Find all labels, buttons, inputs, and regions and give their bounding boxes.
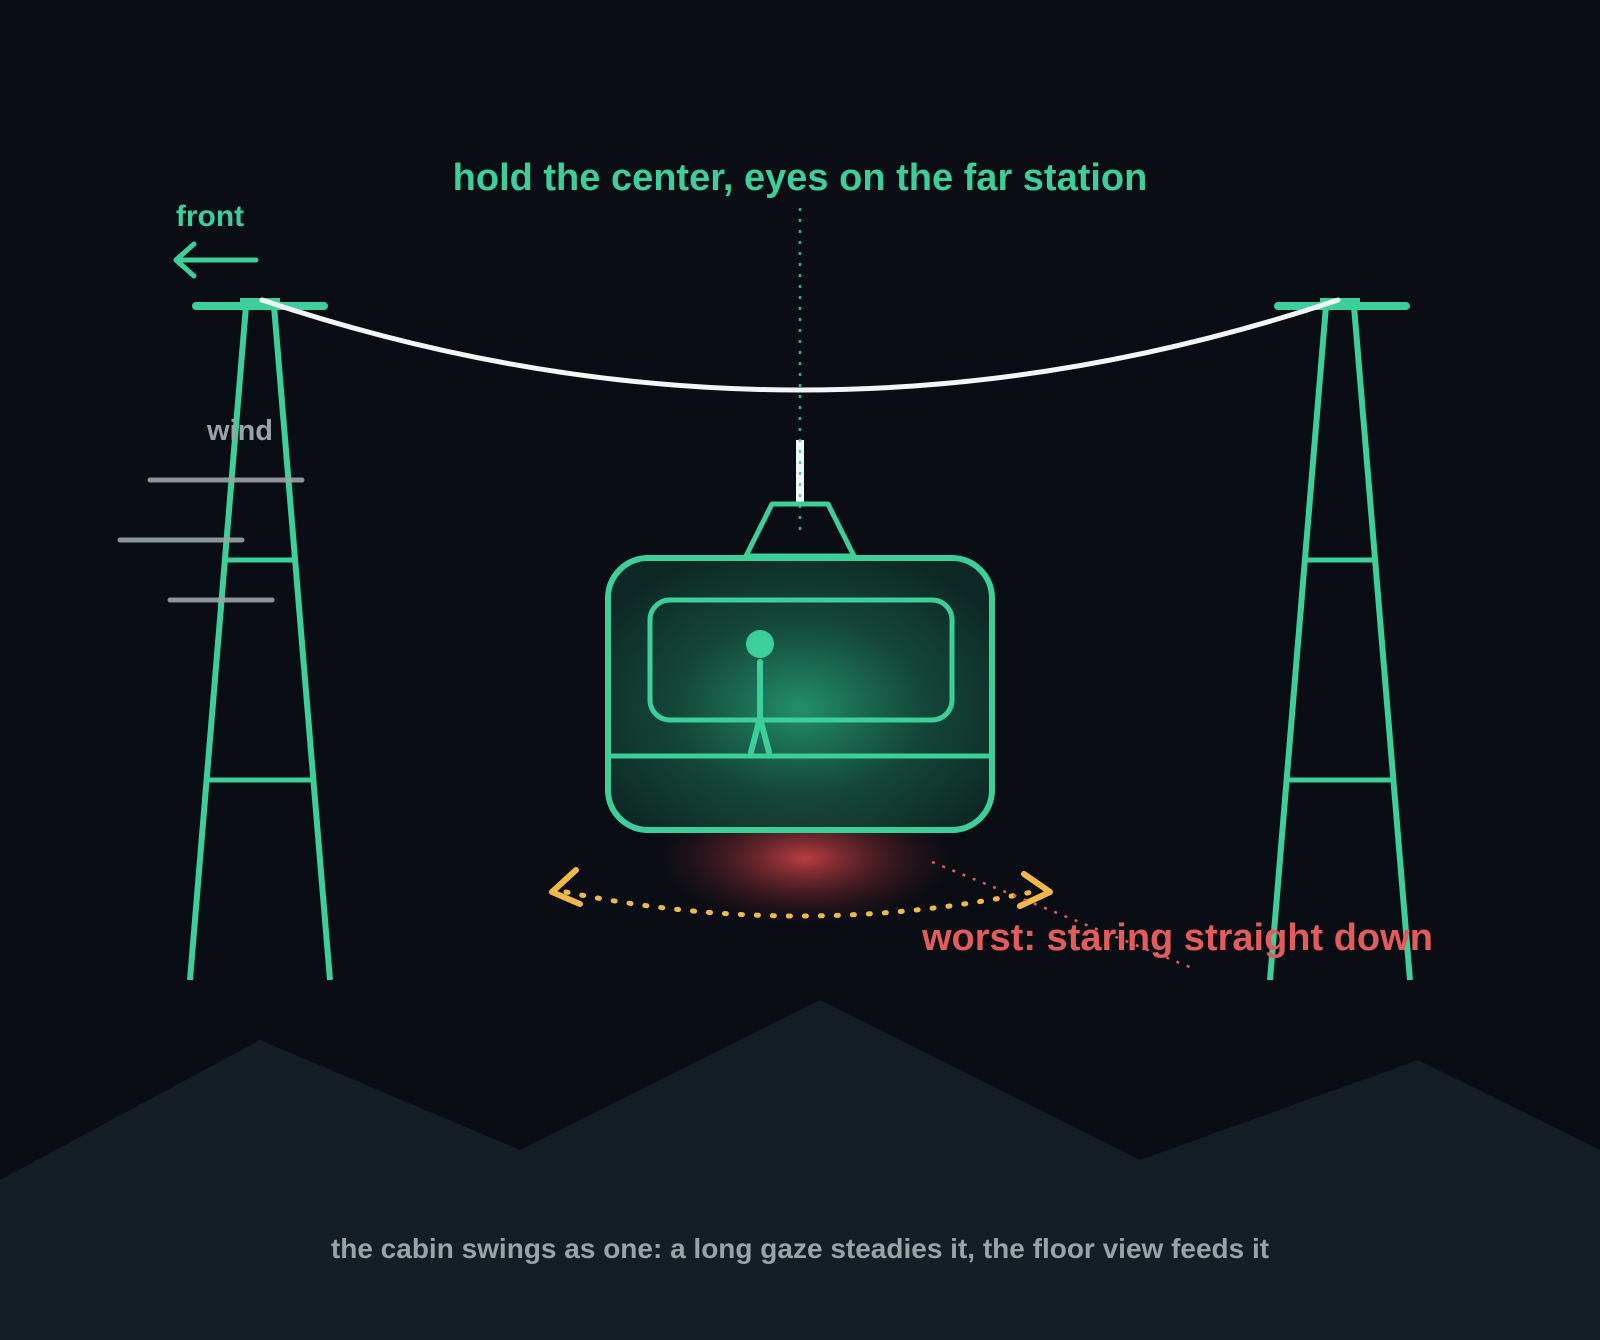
arrow-left-icon — [173, 241, 259, 279]
cabin-body — [605, 555, 995, 833]
warning-pointer — [931, 860, 1193, 970]
right-tower — [1267, 298, 1413, 981]
passenger-figure — [746, 630, 774, 755]
headline-label: hold the center, eyes on the far station — [453, 157, 1148, 199]
mountain-silhouette — [0, 1000, 1600, 1340]
left-tower — [187, 298, 333, 981]
cabin-window — [647, 597, 955, 723]
cabin-hanger — [796, 440, 804, 502]
caption-label: the cabin swings as one: a long gaze ste… — [331, 1233, 1269, 1264]
wind-lines — [117, 477, 305, 603]
wind-label: wind — [206, 415, 273, 447]
worst-label: worst: staring straight down — [921, 917, 1433, 959]
cable — [259, 297, 1341, 393]
swing-double-arrow-icon — [549, 867, 1053, 919]
front-label: front — [176, 200, 244, 233]
